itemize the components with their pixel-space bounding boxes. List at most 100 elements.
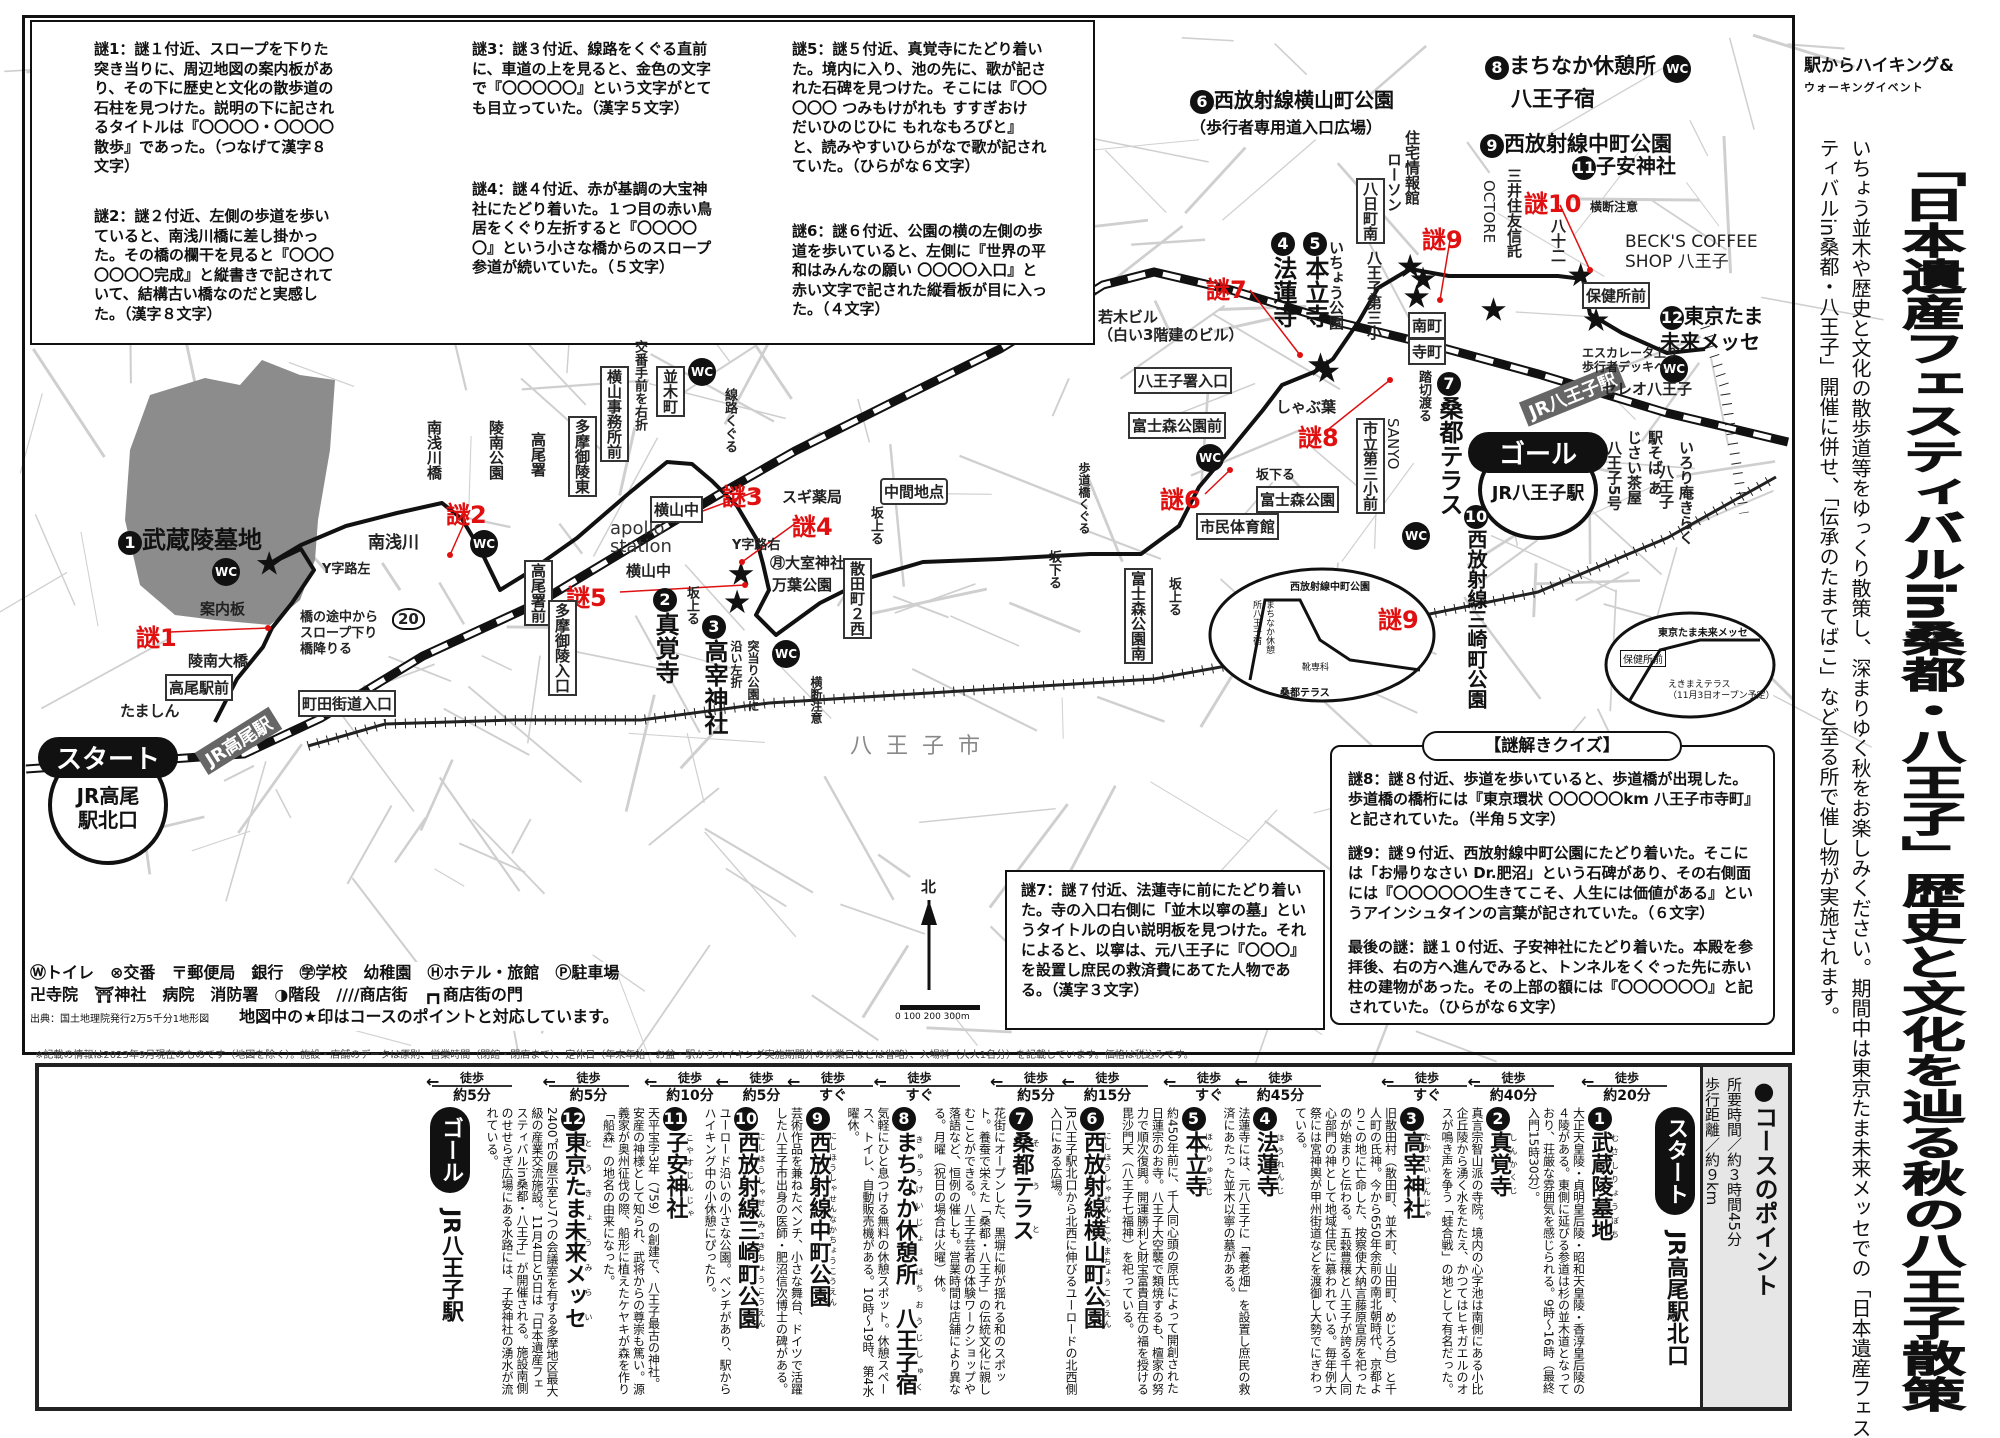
map-label: ㊊大室神社 xyxy=(770,554,846,572)
street-line xyxy=(1083,528,1162,560)
bus-stop-label: 町田街道入口 xyxy=(298,690,397,717)
street-line xyxy=(1309,445,1364,492)
point-4-label: 4法蓮寺 xyxy=(1269,232,1297,328)
point-11-label: 11子安神社 xyxy=(1572,154,1676,180)
spot-name: 真覚寺 xyxy=(1486,1131,1511,1197)
street-line xyxy=(1181,37,1234,42)
inset-label: 靴専科 xyxy=(1302,663,1330,673)
street-line xyxy=(438,776,521,892)
nazo-7-marker: 謎7 xyxy=(1206,276,1247,304)
street-line xyxy=(1082,135,1209,163)
course-summary: ●コースのポイント 所要時間／約３時間45分 歩行距離／約９km xyxy=(1700,1067,1788,1407)
start-pill: スタート xyxy=(1655,1107,1695,1215)
quiz-8: 謎8：謎８付近、歩道を歩いていると、歩道橋が出現した。歩道橋の橋桁には『東京環状… xyxy=(1348,770,1760,828)
street-line xyxy=(1153,300,1173,337)
quiz-3: 謎3：謎３付近、線路をくぐる直前に、車道の上を見ると、金色の文字で『〇〇〇〇〇』… xyxy=(472,40,712,117)
city-label: 八王子市 xyxy=(850,734,995,759)
street-line xyxy=(438,581,466,625)
point-12-label: 12東京たま未来メッセ WC xyxy=(1660,304,1780,383)
street-line xyxy=(575,650,680,674)
map-label: SANYO xyxy=(1384,418,1402,470)
start-station-name: JR高尾駅北口 xyxy=(76,784,140,832)
bus-stop-label: 保健所前 xyxy=(1582,282,1651,309)
nazo-point xyxy=(1387,377,1393,383)
map-label: 横山中 xyxy=(626,562,672,580)
route-20-shield: 20 xyxy=(392,608,425,630)
midpoint-label: 中間地点 xyxy=(880,478,949,505)
street-line xyxy=(1532,562,1538,618)
point-star-icon xyxy=(1568,262,1594,287)
map-label: 橋の途中からスロープ下り橋降りる xyxy=(300,610,379,657)
street-line xyxy=(704,831,797,938)
inset-label: 東京たま未来メッセ xyxy=(1658,628,1748,639)
street-line xyxy=(861,944,910,1019)
quiz-1: 謎1：謎１付近、スロープを下りた突き当りに、周辺地図の案内板があり、その下に歴史… xyxy=(94,40,335,175)
railways xyxy=(25,267,1790,774)
nazo-10-marker: 謎10 xyxy=(1524,190,1582,218)
street-line xyxy=(1542,63,1671,139)
street-line xyxy=(288,361,355,387)
street-line xyxy=(725,867,787,908)
course-spot-10: 10西放射線三崎町公園にしほうしゃせんみさきちょうこうえんユーロード沿いの小さな… xyxy=(644,1067,766,1407)
spot-name: 子安神社 xyxy=(662,1131,688,1219)
street-line xyxy=(1490,534,1617,593)
map-label: いちょう公園 xyxy=(1327,240,1345,330)
quiz-9: 謎9：謎９付近、西放射線中町公園にたどり着いた。そこには「お帰りなさい Dr.肥… xyxy=(1348,844,1754,922)
nazo-1-marker: 謎1 xyxy=(136,624,177,652)
north-arrow-head xyxy=(921,900,937,925)
street-line xyxy=(840,903,926,935)
jr-chuo-line-dash xyxy=(25,269,1789,772)
spot-name: 西放射線中町公園 xyxy=(805,1131,831,1307)
spot-description: 天平宝字3年（759）の創建で、八王子最古の神社。安産の神様として知られ、武将か… xyxy=(601,1107,661,1395)
spot-name: 武蔵陵墓地 xyxy=(1587,1131,1613,1241)
point-star-icon xyxy=(1397,253,1423,278)
hachiko-line xyxy=(1700,325,1749,514)
street-line xyxy=(628,732,765,744)
map-label: 突当り公園に沿い左折 xyxy=(729,640,760,712)
map-label: OCTORE xyxy=(1480,180,1498,244)
wc-icon: WC xyxy=(772,640,800,668)
map-label: セレオ八王子 xyxy=(1602,380,1693,398)
street-line xyxy=(275,788,292,819)
course-spot-11: 11子安神社こやすじんじゃ天平宝字3年（759）の創建で、八王子最古の神社。安産… xyxy=(543,1067,695,1407)
street-line xyxy=(1096,695,1165,723)
street-line xyxy=(704,827,814,894)
street-line xyxy=(1373,509,1377,549)
point-5-label: 5本立寺 xyxy=(1301,232,1329,328)
street-line xyxy=(633,944,711,1057)
spot-name: 桑都テラス xyxy=(1008,1131,1034,1241)
street-line xyxy=(684,564,746,631)
title-column: 駅からハイキング&ウォーキングイベント 「日本遺産フェスティバルin桑都・八王子… xyxy=(1800,20,2000,1438)
street-line xyxy=(870,587,988,616)
street-line xyxy=(1068,785,1117,874)
street-line xyxy=(1497,212,1605,277)
quiz-7-box: 謎7：謎７付近、法蓮寺に前にたどり着いた。寺の入口右側に「並木以寧の墓」というタ… xyxy=(1005,870,1325,1030)
spot-description: 法蓮寺には、元八王子に「養老畑」を設置し庶民の救済にあたった並木以寧の墓がある。 xyxy=(1222,1107,1251,1395)
spot-reading: にしほうしゃせんみさきちょうこうえん xyxy=(757,1131,766,1329)
goal-marker: ゴール JR八王子駅 xyxy=(1468,432,1608,540)
street-line xyxy=(558,522,584,555)
spot-description: 真言宗智山派の寺院。境内の心字池は南側にある小比企丘陵から湧く水をたたえ、かつて… xyxy=(1440,1107,1484,1395)
street-line xyxy=(458,842,526,874)
map-label: 坂下る xyxy=(1256,468,1296,483)
point-star-icon xyxy=(1404,284,1429,308)
main-title: 「日本遺産フェスティバルin桑都・八王子」歴史と文化を辿る秋の八王子散策 xyxy=(1891,150,1965,1413)
map-label: 案内板 xyxy=(200,600,246,618)
quiz-panel-1-6: 謎1：謎１付近、スロープを下りた突き当りに、周辺地図の案内板があり、その下に歴史… xyxy=(30,20,1095,345)
point-7-label: 7桑都テラス xyxy=(1435,372,1463,516)
street-line xyxy=(926,1026,1012,1034)
start-pill: スタート xyxy=(38,737,178,778)
spot-description: 約450年前に、千人同心頭の原氏によって開創された日蓮宗のお寺。八王子大空襲で類… xyxy=(1120,1107,1180,1395)
spot-description: ユーロード沿いの小さな公園。ベンチがあり、駅からハイキング中の小休憩にぴったり。 xyxy=(703,1107,732,1395)
street-line xyxy=(511,818,532,855)
map-label: 駅そば あじさい茶屋 xyxy=(1625,430,1664,505)
